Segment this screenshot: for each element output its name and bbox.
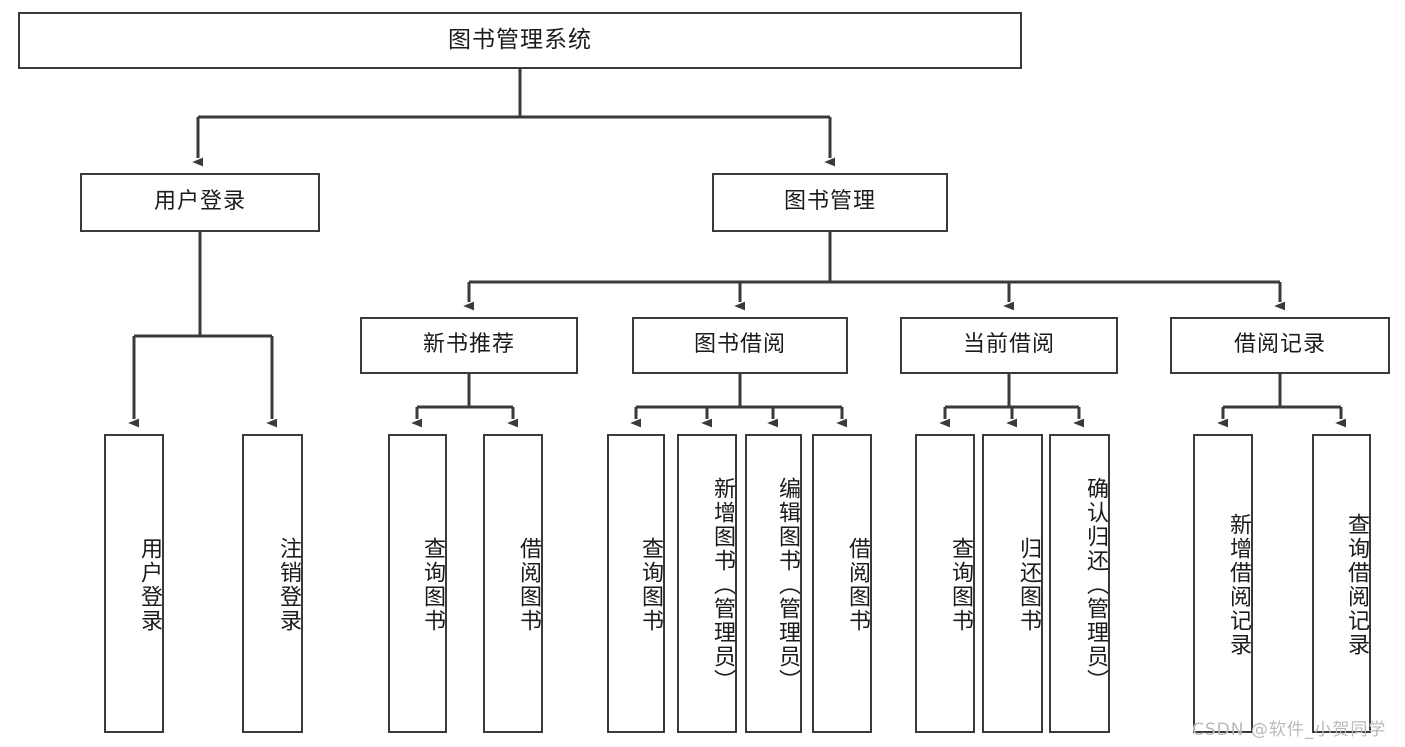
node-borrow-record-label: 借阅记录: [1233, 332, 1326, 358]
node-query-book-1-label: 查询图书: [420, 536, 445, 633]
watermark: CSDN @软件_小贺同学: [1192, 715, 1386, 740]
node-return-book-label: 归还图书: [1016, 536, 1041, 633]
node-borrow-book-1-label: 借阅图书: [516, 536, 541, 633]
node-query-book-2-label: 查询图书: [638, 536, 663, 633]
node-return-book[interactable]: 归还图书: [982, 434, 1043, 733]
node-edit-book-admin-label: 编辑图书（管理员）: [775, 476, 800, 693]
node-user-logout-leaf[interactable]: 注销登录: [242, 434, 303, 733]
node-confirm-return-admin-label: 确认归还（管理员）: [1083, 476, 1108, 693]
node-query-book-2[interactable]: 查询图书: [607, 434, 665, 733]
node-user-login-leaf[interactable]: 用户登录: [104, 434, 164, 733]
node-book-borrow-label: 图书借阅: [693, 332, 786, 358]
node-add-borrow-record[interactable]: 新增借阅记录: [1193, 434, 1253, 733]
node-book-borrow[interactable]: 图书借阅: [632, 317, 848, 374]
node-user-login-leaf-label: 用户登录: [137, 536, 162, 633]
node-current-borrow[interactable]: 当前借阅: [900, 317, 1118, 374]
node-current-borrow-label: 当前借阅: [962, 332, 1055, 358]
node-new-book-recommend[interactable]: 新书推荐: [360, 317, 578, 374]
node-add-borrow-record-label: 新增借阅记录: [1226, 512, 1251, 657]
node-borrow-record[interactable]: 借阅记录: [1170, 317, 1390, 374]
node-book-manage[interactable]: 图书管理: [712, 173, 948, 232]
node-user-login[interactable]: 用户登录: [80, 173, 320, 232]
node-query-book-1[interactable]: 查询图书: [388, 434, 447, 733]
node-query-book-3[interactable]: 查询图书: [915, 434, 975, 733]
node-user-login-label: 用户登录: [153, 189, 246, 215]
node-user-logout-leaf-label: 注销登录: [276, 536, 301, 633]
node-root[interactable]: 图书管理系统: [18, 12, 1022, 69]
node-query-book-3-label: 查询图书: [948, 536, 973, 633]
node-confirm-return-admin[interactable]: 确认归还（管理员）: [1049, 434, 1110, 733]
node-borrow-book-1[interactable]: 借阅图书: [483, 434, 543, 733]
node-add-book-admin-label: 新增图书（管理员）: [710, 476, 735, 693]
node-query-borrow-record[interactable]: 查询借阅记录: [1312, 434, 1371, 733]
node-root-label: 图书管理系统: [448, 26, 592, 53]
node-borrow-book-2[interactable]: 借阅图书: [812, 434, 872, 733]
node-book-manage-label: 图书管理: [783, 189, 876, 215]
node-borrow-book-2-label: 借阅图书: [845, 536, 870, 633]
node-new-book-recommend-label: 新书推荐: [422, 332, 515, 358]
node-add-book-admin[interactable]: 新增图书（管理员）: [677, 434, 737, 733]
node-edit-book-admin[interactable]: 编辑图书（管理员）: [745, 434, 802, 733]
watermark-text: CSDN @软件_小贺同学: [1192, 720, 1387, 740]
node-query-borrow-record-label: 查询借阅记录: [1344, 512, 1369, 657]
